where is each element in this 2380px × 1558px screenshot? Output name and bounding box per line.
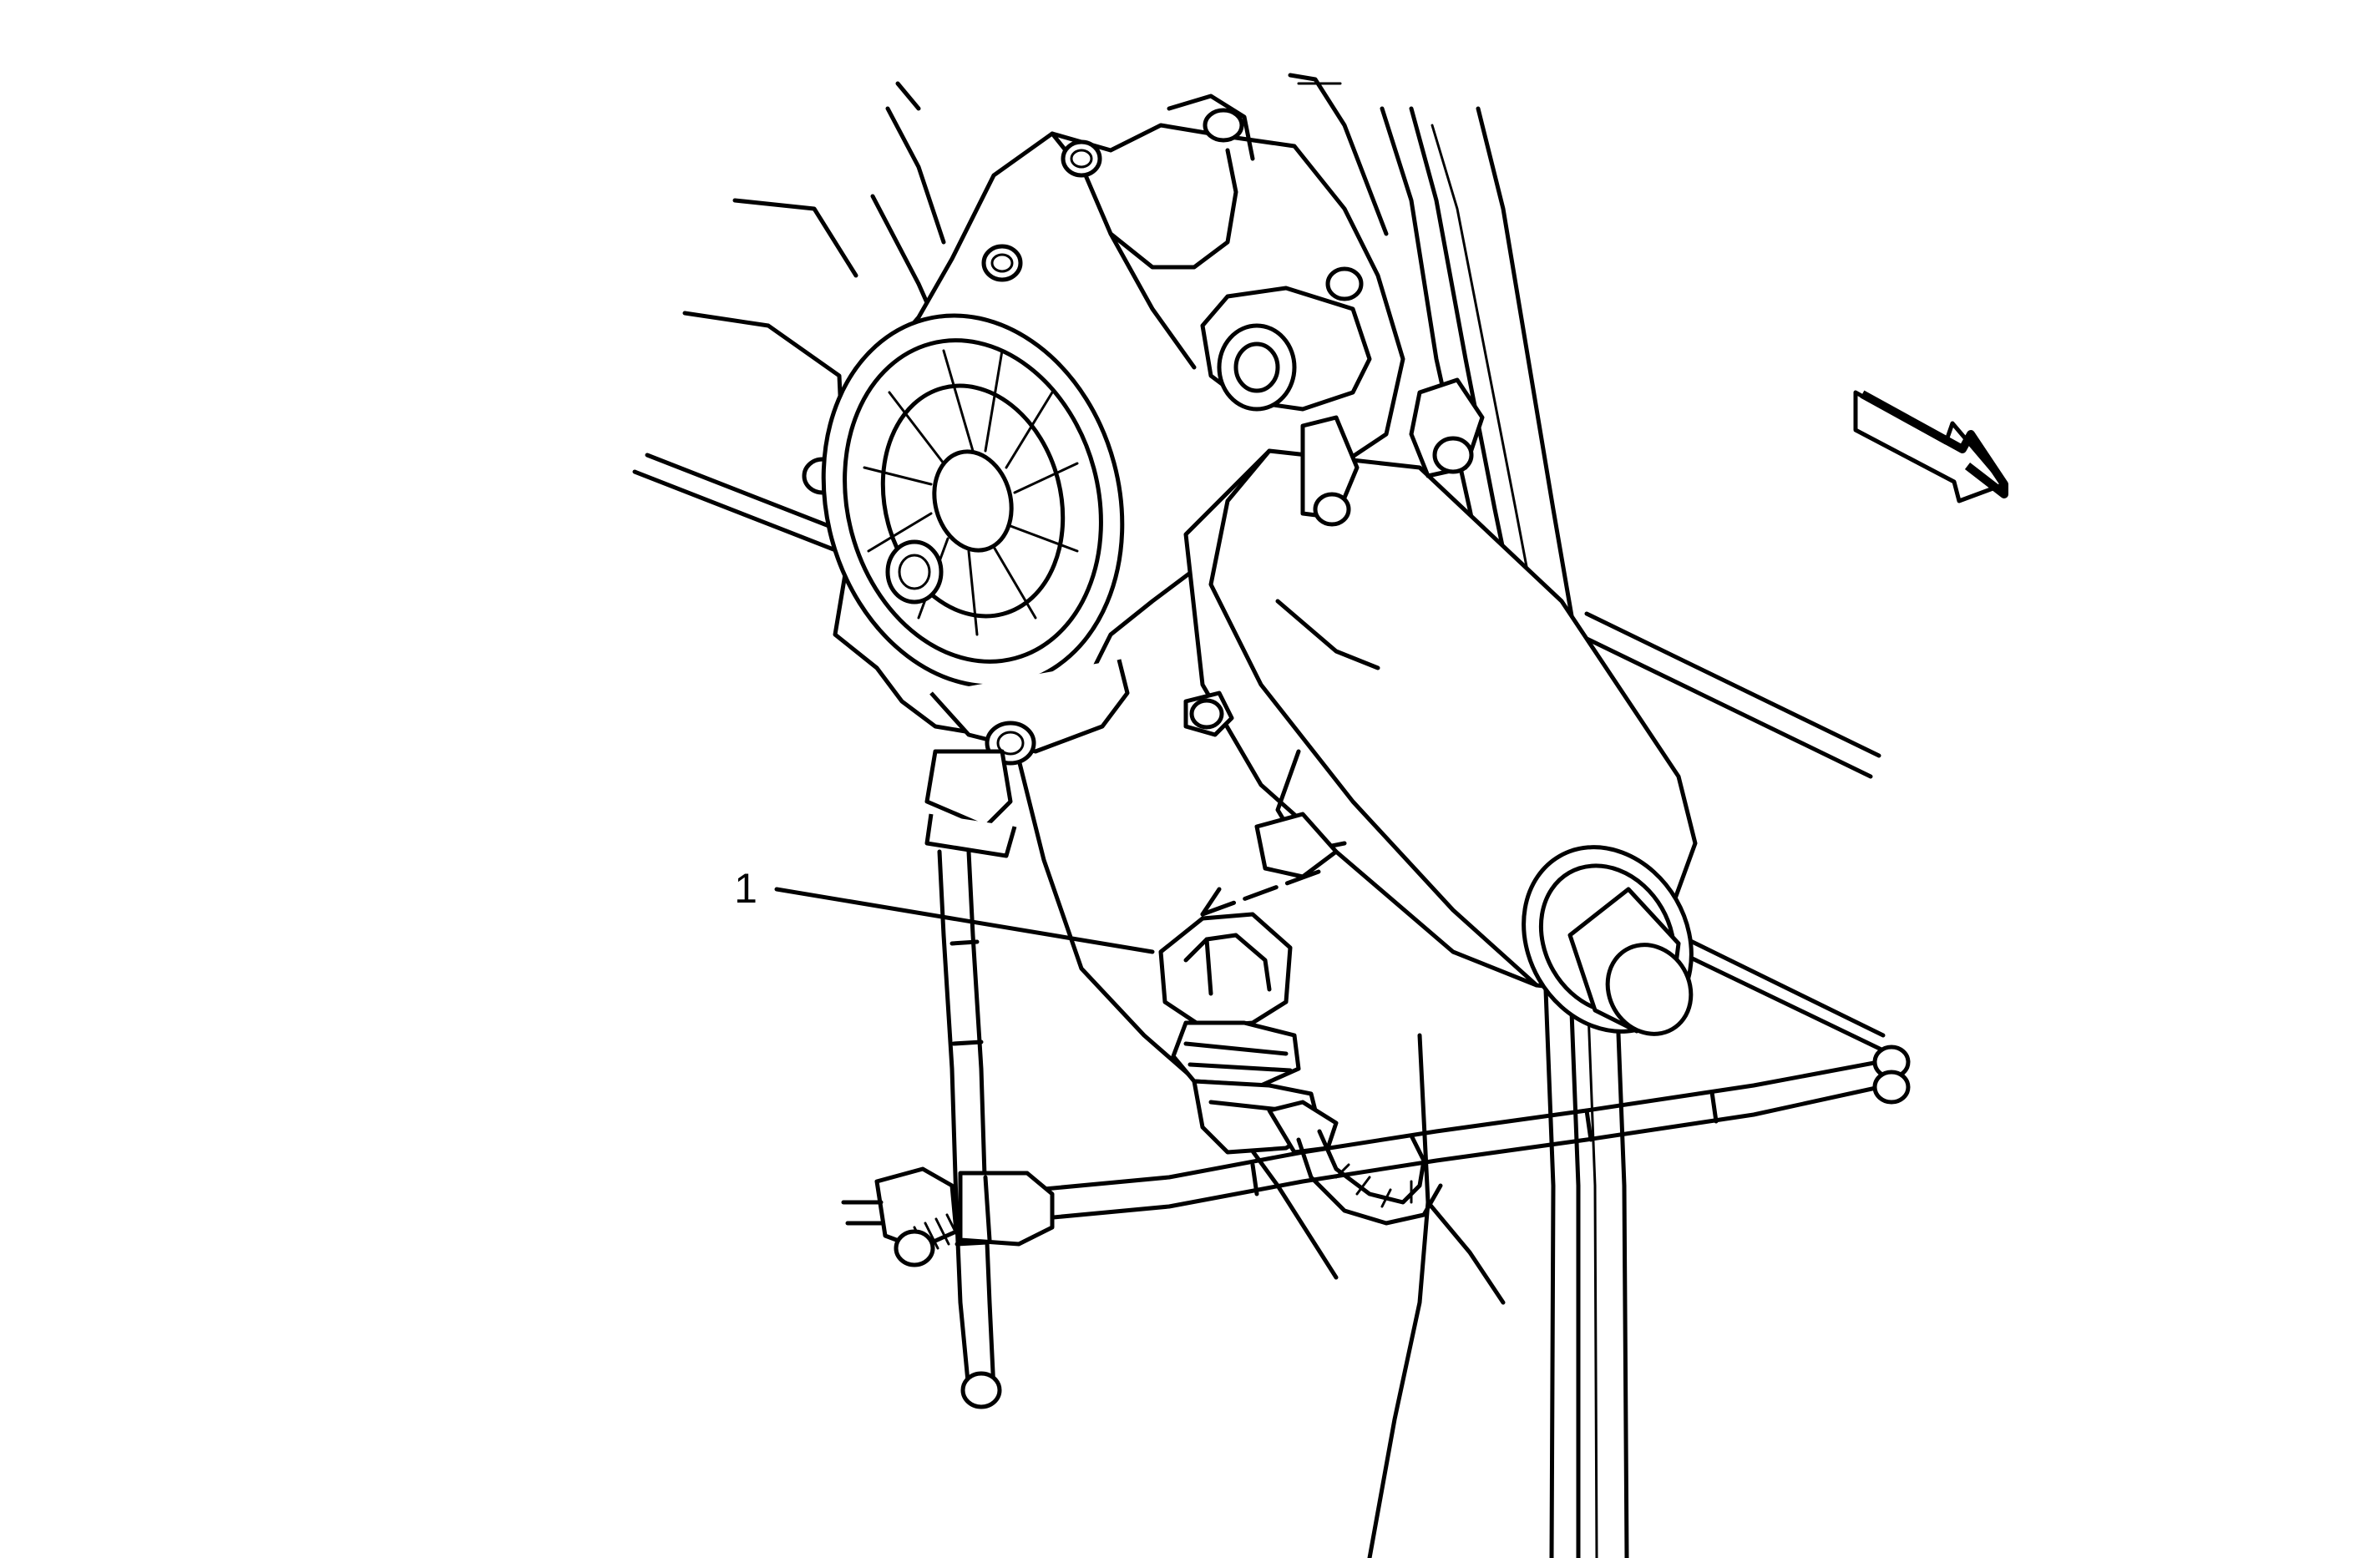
arrow-icon xyxy=(1853,390,2008,503)
callout-1-label: 1 xyxy=(734,865,757,912)
gearbox-lower-mount xyxy=(924,659,1130,858)
motor-mount-bosses xyxy=(1183,286,1485,737)
callout-1: 1 xyxy=(734,865,1155,954)
wiring-harness xyxy=(841,849,1911,1409)
motor-body xyxy=(1183,448,1698,1036)
motor-electrical-connector xyxy=(1158,912,1339,1155)
connector-alignment-guide xyxy=(1200,866,1330,917)
gear-cover xyxy=(821,313,1125,689)
